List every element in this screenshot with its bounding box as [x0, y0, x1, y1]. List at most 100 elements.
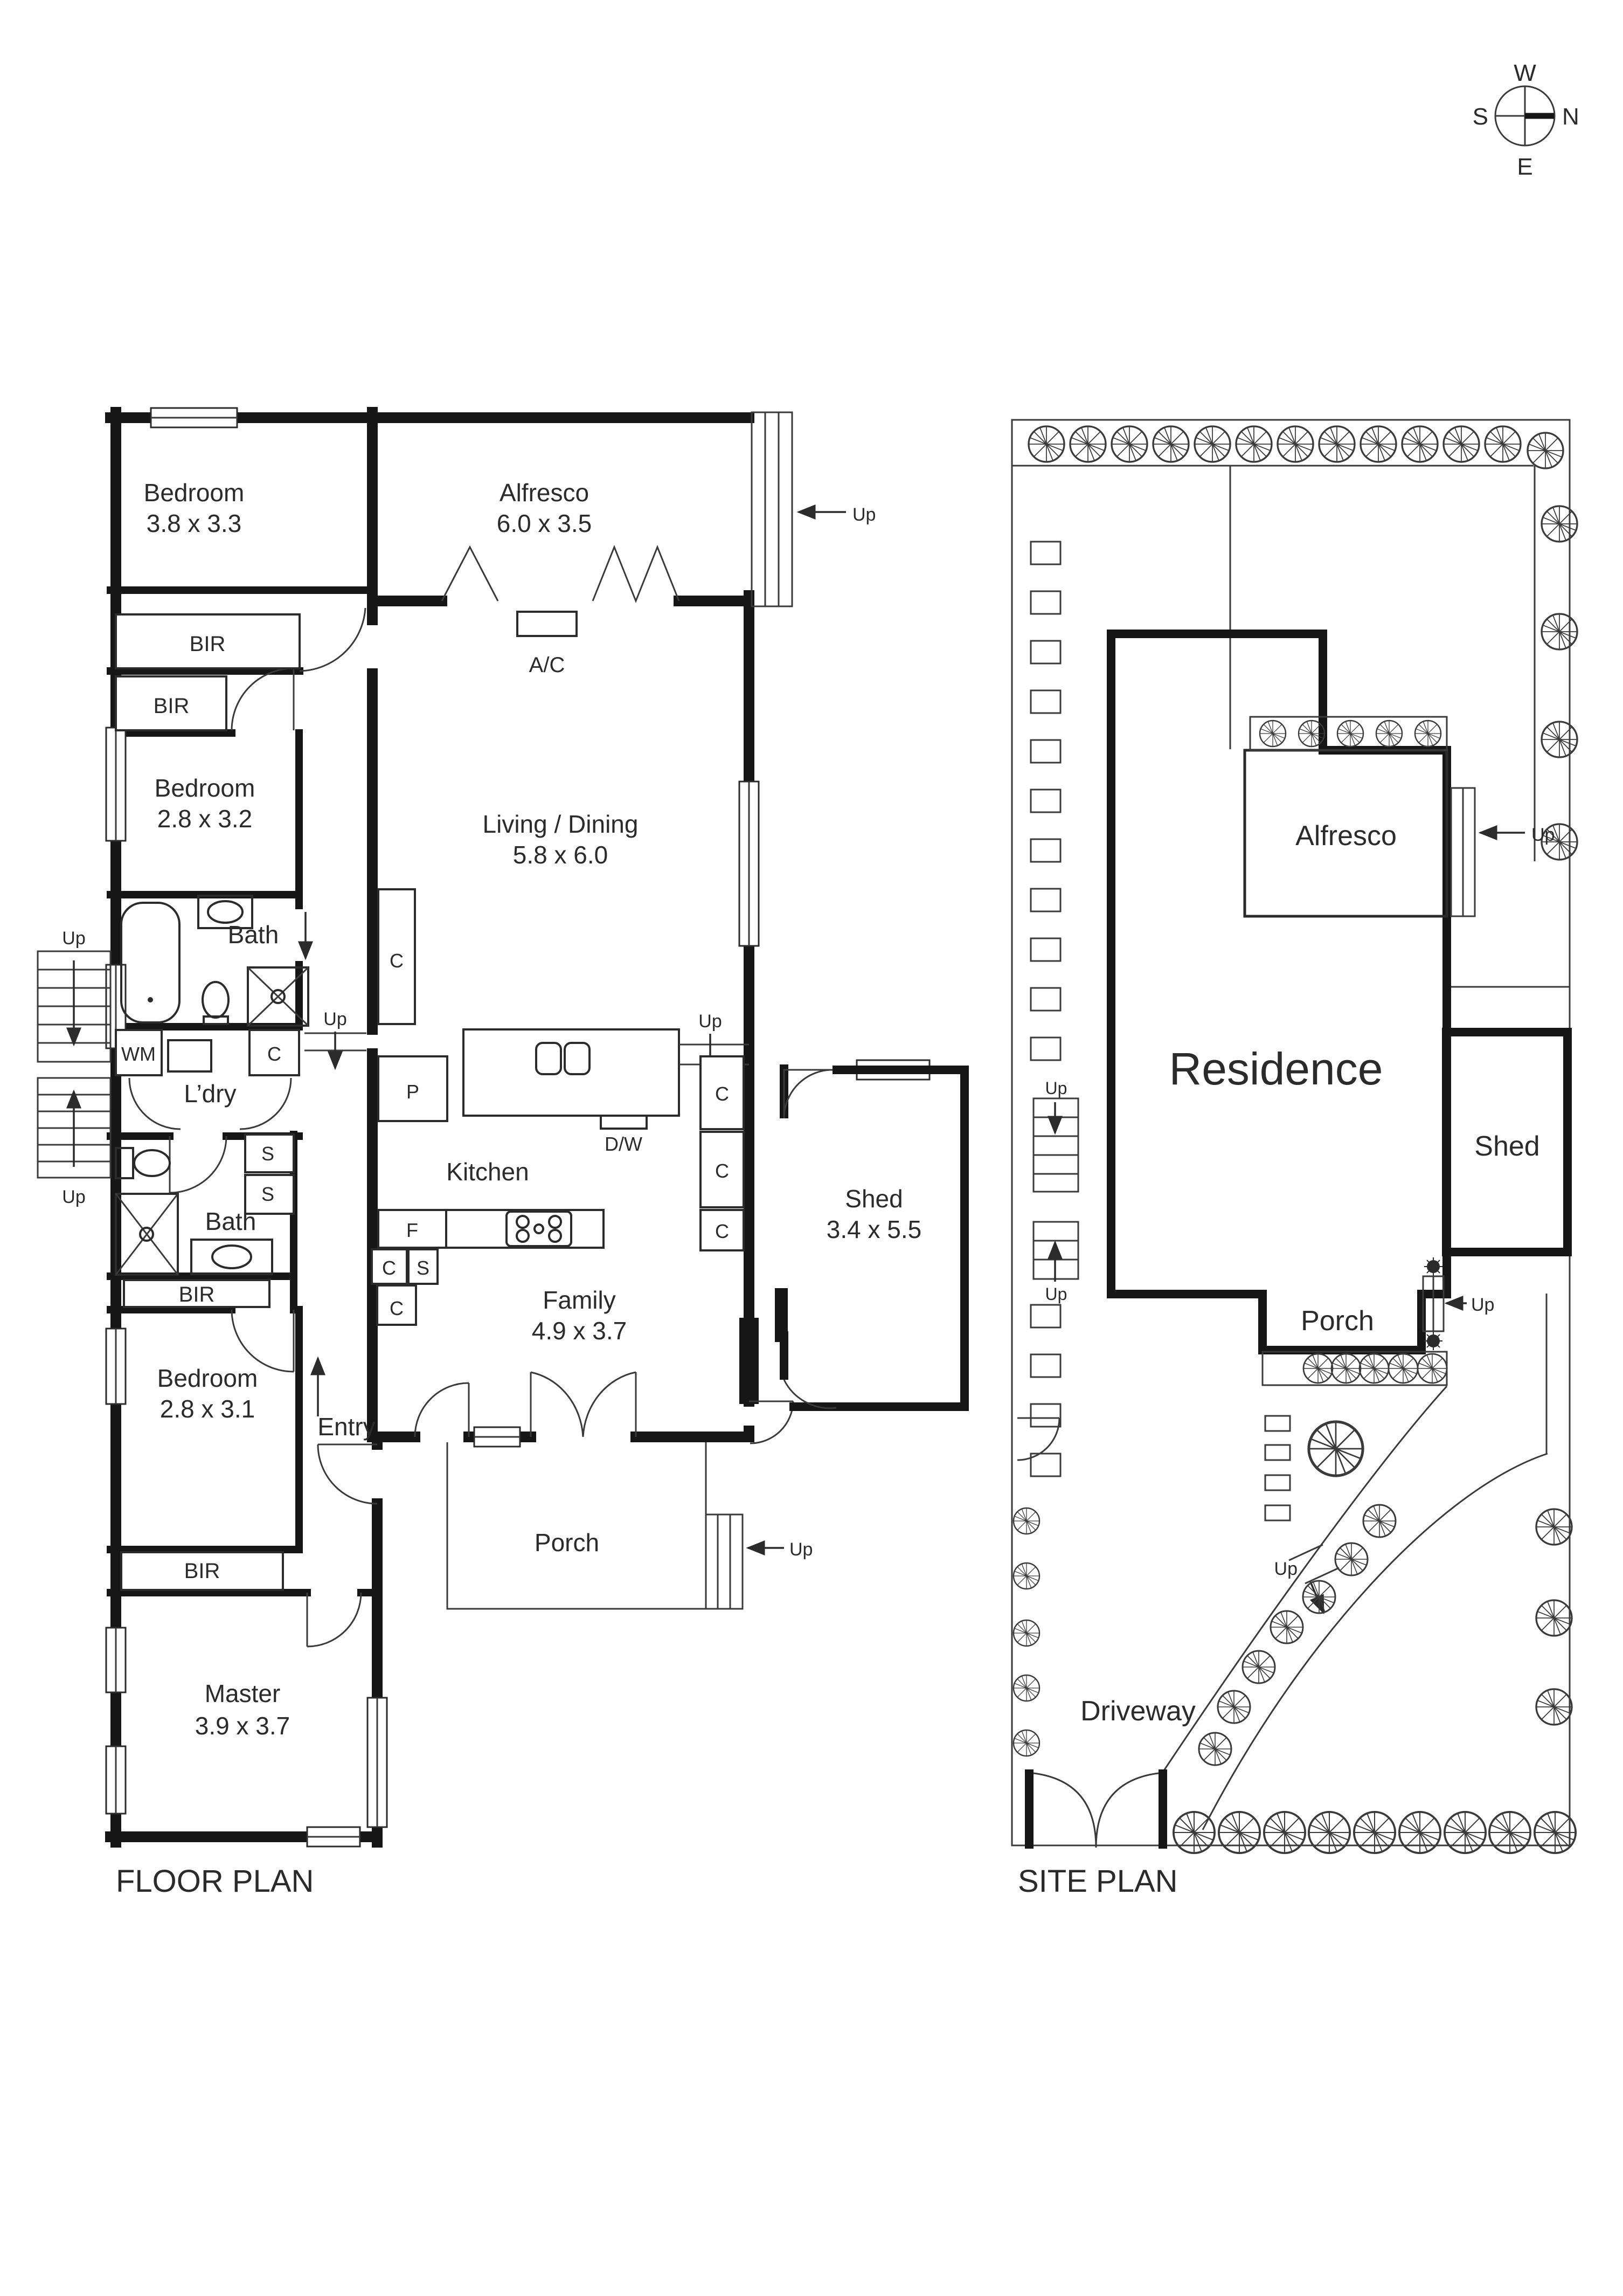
walkway-edge [1202, 1453, 1548, 1830]
stairs [1032, 1097, 1079, 1193]
site-alfresco-label: Alfresco [1295, 820, 1397, 852]
tree-icon [1488, 1810, 1532, 1855]
tree-icon [1442, 425, 1480, 463]
compass-north-label: N [1562, 103, 1579, 130]
tree-icon [1028, 425, 1065, 463]
robe [123, 1279, 270, 1308]
stepper [1030, 888, 1062, 912]
tree-icon [1012, 1619, 1041, 1647]
room-label: Master [205, 1679, 281, 1707]
room-label: Bath [228, 921, 279, 949]
tree-icon [1307, 1810, 1351, 1855]
burner-icon [533, 1223, 544, 1234]
stepper [1030, 1353, 1062, 1378]
steps [705, 1513, 744, 1610]
robe [115, 675, 227, 731]
up-label: Up [1274, 1559, 1298, 1579]
tree-icon [1417, 1353, 1448, 1384]
floor-plan: Up A/C [37, 407, 969, 1899]
tree-icon [1360, 425, 1397, 463]
tree-icon [1352, 1810, 1397, 1855]
tree-icon [1535, 1599, 1573, 1637]
tree-icon [1198, 1732, 1232, 1766]
tree-icon [1414, 720, 1442, 748]
room-label: Shed [845, 1185, 903, 1213]
steps [751, 411, 793, 607]
shower-drain-icon [139, 1227, 154, 1242]
floor-plan-title: FLOOR PLAN [116, 1864, 314, 1899]
tree-icon [1318, 425, 1356, 463]
kitchen-fixtures [371, 888, 749, 1326]
cupboard-tall [377, 888, 416, 1025]
gate-arc [1033, 1772, 1097, 1848]
opening-zigzag-icon [592, 544, 680, 604]
compass: W N E S [1473, 60, 1579, 180]
site-plan-labels: Residence Alfresco Shed Porch Driveway U… [1018, 820, 1555, 1899]
stepper [1264, 1444, 1291, 1461]
steps-treads [717, 1514, 731, 1609]
tree-icon [1241, 1650, 1276, 1684]
cupboard-label: C [715, 1083, 729, 1105]
tree-icon [1484, 425, 1522, 463]
gate-post [1025, 1769, 1034, 1849]
floor-plan-labels: Bedroom 3.8 x 3.3 Alfresco 6.0 x 3.5 Liv… [62, 479, 921, 1899]
washing-machine-label: WM [121, 1043, 156, 1065]
room-label: Bedroom [155, 774, 255, 802]
shower-drain-icon [270, 989, 286, 1004]
room-label: Bedroom [157, 1364, 258, 1392]
alfresco-openings: Up A/C [441, 411, 876, 677]
tree-icon [1330, 1353, 1362, 1384]
room-label: Bath [205, 1207, 256, 1235]
porch-structure [446, 1442, 784, 1610]
tree-icon [1217, 1690, 1251, 1724]
shed-structure [775, 1064, 969, 1411]
room-label: L’dry [184, 1080, 236, 1108]
door-arc [239, 1077, 292, 1130]
room-dims: 2.8 x 3.1 [160, 1395, 255, 1423]
shrub-icon [1424, 1257, 1443, 1276]
tree-icon [1541, 721, 1578, 758]
tree-icon [1358, 1353, 1390, 1384]
sink-icon [535, 1042, 562, 1075]
fridge-label: F [406, 1219, 418, 1241]
stepper [1030, 1403, 1062, 1428]
tree-icon [1012, 1562, 1041, 1590]
stepper [1030, 1036, 1062, 1061]
shelf-unit [244, 1174, 295, 1215]
door-arc [317, 1443, 378, 1505]
tree-icon [1535, 1508, 1573, 1546]
door-arc [414, 1382, 470, 1437]
burner-icon [516, 1215, 530, 1229]
bath2-fixtures [115, 1147, 273, 1276]
side-stairs [37, 950, 325, 1416]
tree-icon [1172, 1810, 1216, 1855]
tree-icon [1443, 1810, 1487, 1855]
fridge-space [377, 1209, 447, 1249]
burner-icon [516, 1229, 530, 1243]
robes [115, 613, 301, 1591]
dishwasher-label: D/W [605, 1133, 642, 1155]
up-label: Up [1471, 1295, 1494, 1315]
up-label: Up [1531, 825, 1555, 845]
cupboard-label: C [390, 1297, 404, 1319]
step-lines [1288, 1544, 1340, 1585]
robe-label: BIR [184, 1559, 220, 1583]
room-dims: 4.9 x 3.7 [532, 1317, 627, 1345]
tree-icon [1012, 1507, 1041, 1535]
bathtub-drain-icon [148, 997, 153, 1002]
door-arc [582, 1371, 637, 1437]
tree-icon [1270, 1610, 1304, 1644]
tree-icon [1277, 425, 1314, 463]
driveway-area [1025, 1385, 1548, 1849]
room-dims: 3.4 x 5.5 [827, 1215, 921, 1243]
room-label: Entry [317, 1413, 375, 1441]
compass-west-label: W [1514, 60, 1536, 86]
room-label: Kitchen [446, 1158, 529, 1186]
cupboard [376, 1284, 417, 1326]
shelf-unit [407, 1248, 439, 1285]
tree-icon [1259, 720, 1287, 748]
stepper [1030, 541, 1062, 565]
residence-label: Residence [1169, 1043, 1383, 1094]
tree-icon [1334, 1542, 1369, 1576]
